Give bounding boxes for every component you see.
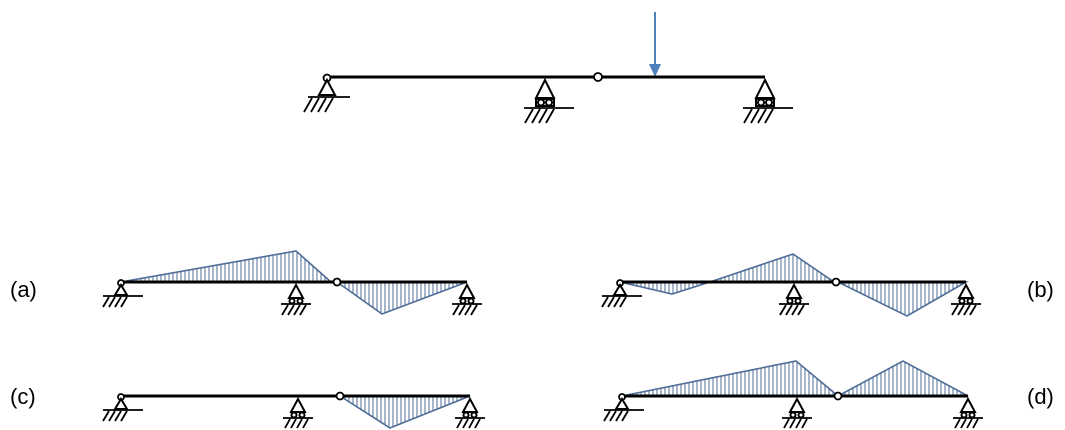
roller-support-a-right: [452, 282, 482, 316]
moment-area-b1: [619, 281, 711, 295]
roller-support-middle: [524, 77, 574, 124]
roller-support-d-mid: [782, 396, 812, 429]
label-a: (a): [10, 277, 37, 302]
moment-area-a1: [120, 250, 334, 283]
roller-support-b-right: [951, 282, 981, 316]
roller-support-a-mid: [281, 282, 311, 316]
roller-support-c-right: [455, 396, 485, 429]
pin-support-d: [603, 393, 644, 422]
main-structure: [303, 12, 793, 124]
internal-hinge: [593, 72, 603, 82]
moment-area-d2: [837, 360, 969, 397]
option-a: (a): [10, 250, 482, 316]
roller-support-d-right: [953, 396, 983, 429]
moment-area-a2: [334, 281, 468, 315]
pin-support-b: [601, 279, 642, 308]
label-b: (b): [1027, 277, 1054, 302]
label-c: (c): [10, 384, 36, 409]
moment-area-b3: [837, 281, 969, 317]
moment-area-b2: [709, 253, 837, 283]
option-d: (d): [603, 360, 1054, 429]
moment-area-c1: [337, 395, 471, 429]
moment-area-d1: [621, 360, 841, 397]
option-c: (c): [10, 384, 485, 429]
pin-support-left: [303, 73, 350, 113]
option-b: (b): [601, 253, 1054, 317]
roller-support-right: [743, 77, 793, 124]
roller-support-b-mid: [779, 282, 809, 316]
pin-support-a: [102, 279, 143, 308]
label-d: (d): [1027, 384, 1054, 409]
roller-support-c-mid: [283, 396, 313, 429]
pin-support-c: [102, 393, 143, 422]
load-arrow: [649, 12, 661, 77]
